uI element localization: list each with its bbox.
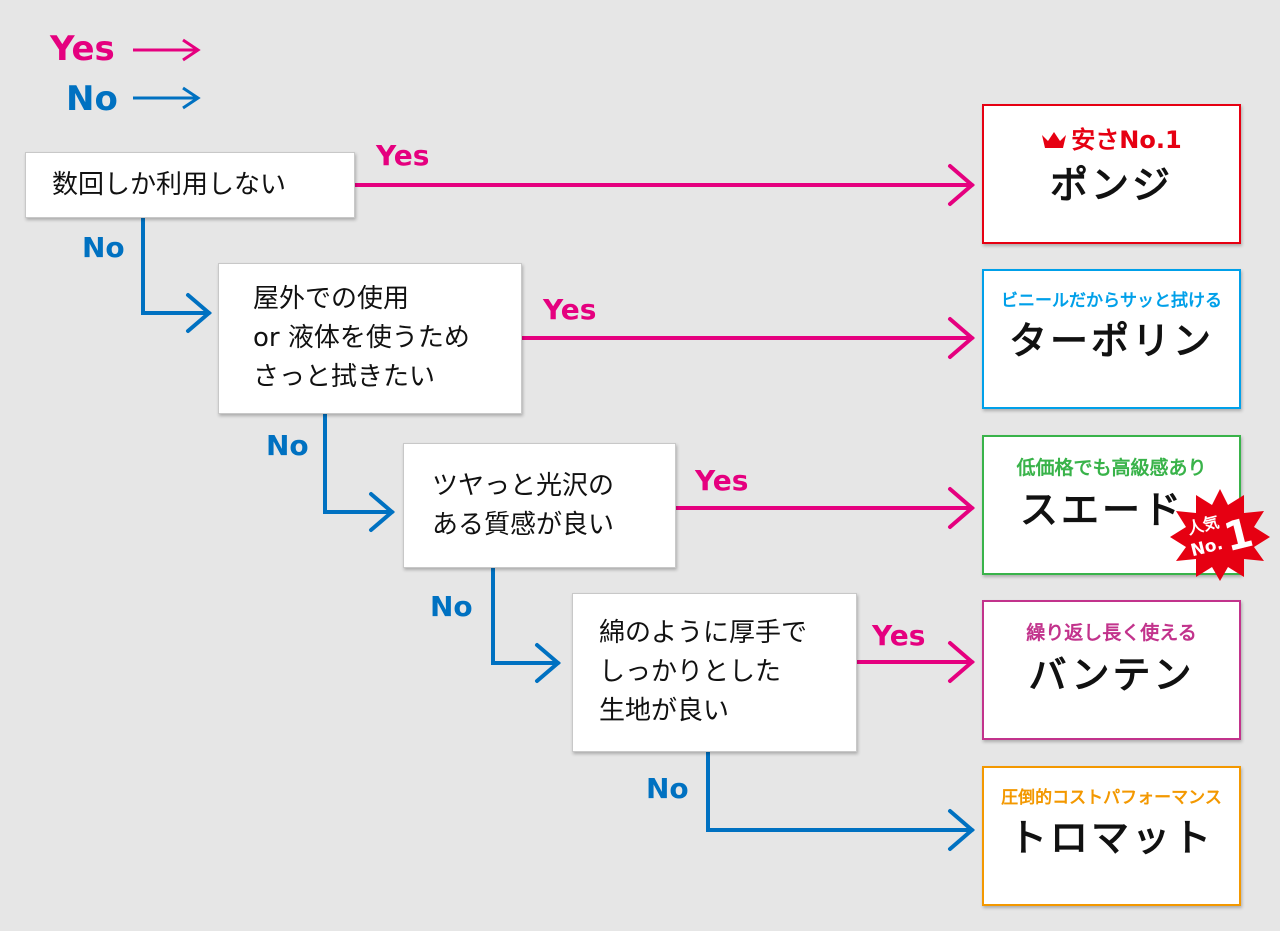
no-arrow-3: [491, 566, 562, 683]
no-label-1: No: [82, 231, 125, 264]
result-box-ponji: 安さNo.1 ポンジ: [982, 104, 1241, 244]
yes-arrow-4: [855, 641, 976, 683]
no-arrow-2: [323, 412, 396, 532]
result-box-tromat: 圧倒的コストパフォーマンス トロマット: [982, 766, 1241, 906]
no-label-3: No: [430, 590, 473, 623]
yes-label-1: Yes: [376, 139, 430, 172]
result-tagline: 安さNo.1: [984, 126, 1239, 155]
result-name: バンテン: [1028, 652, 1195, 697]
question-box-3: ツヤっと光沢の ある質感が良い: [403, 443, 676, 568]
result-box-tarpaulin: ビニールだからサッと拭ける ターポリン: [982, 269, 1241, 409]
result-tagline: 低価格でも高級感あり: [1016, 457, 1207, 479]
crown-icon: [1042, 132, 1067, 148]
result-name: スエード: [1020, 487, 1185, 532]
yes-label-4: Yes: [872, 619, 926, 652]
result-tagline: 繰り返し長く使える: [1026, 622, 1197, 644]
yes-arrow-1: [353, 164, 976, 206]
legend-yes-label: Yes: [50, 29, 115, 69]
no-arrow-1: [141, 216, 213, 333]
tagline-text: 安さNo.1: [1071, 126, 1182, 154]
no-label-2: No: [266, 429, 309, 462]
result-tagline: 圧倒的コストパフォーマンス: [1001, 788, 1222, 808]
question-box-2: 屋外での使用 or 液体を使うため さっと拭きたい: [218, 263, 522, 414]
result-tagline: ビニールだからサッと拭ける: [1001, 291, 1222, 311]
legend-no-arrow: [133, 86, 201, 110]
yes-arrow-3: [674, 487, 976, 529]
yes-label-3: Yes: [695, 464, 749, 497]
no-label-4: No: [646, 772, 689, 805]
result-name: トロマット: [1008, 816, 1214, 861]
legend-yes-arrow: [133, 38, 201, 62]
starburst-icon: 人気 No. 1: [1170, 489, 1270, 581]
yes-arrow-2: [520, 317, 976, 359]
question-box-4: 綿のように厚手で しっかりとした 生地が良い: [572, 593, 857, 752]
result-box-banten: 繰り返し長く使える バンテン: [982, 600, 1241, 740]
result-name: ターポリン: [1008, 319, 1214, 364]
yes-label-2: Yes: [543, 293, 597, 326]
legend-no-label: No: [66, 79, 118, 119]
result-name: ポンジ: [1049, 162, 1173, 207]
question-box-1: 数回しか利用しない: [25, 152, 355, 218]
no-arrow-4: [706, 750, 976, 851]
